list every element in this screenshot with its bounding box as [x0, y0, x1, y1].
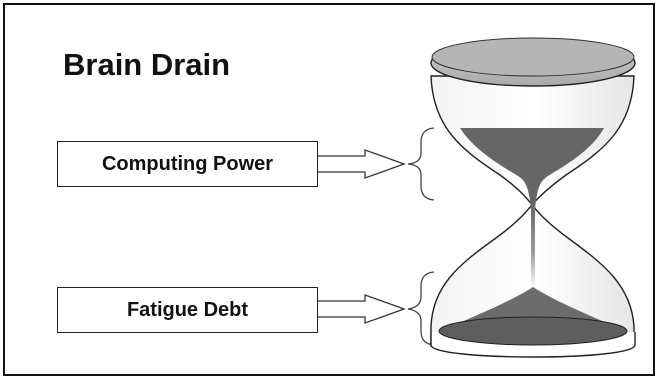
- arrow-right-icon: [318, 294, 406, 324]
- label-box-computing-power: Computing Power: [57, 141, 318, 187]
- curly-brace-icon: [407, 271, 435, 346]
- arrow-right-icon: [318, 149, 406, 179]
- hourglass-icon: [430, 37, 636, 358]
- label-box-fatigue-debt: Fatigue Debt: [57, 287, 318, 333]
- diagram-title: Brain Drain: [63, 47, 231, 82]
- label-fatigue-debt: Fatigue Debt: [126, 298, 249, 321]
- curly-brace-icon: [407, 127, 435, 201]
- label-computing-power: Computing Power: [101, 152, 274, 175]
